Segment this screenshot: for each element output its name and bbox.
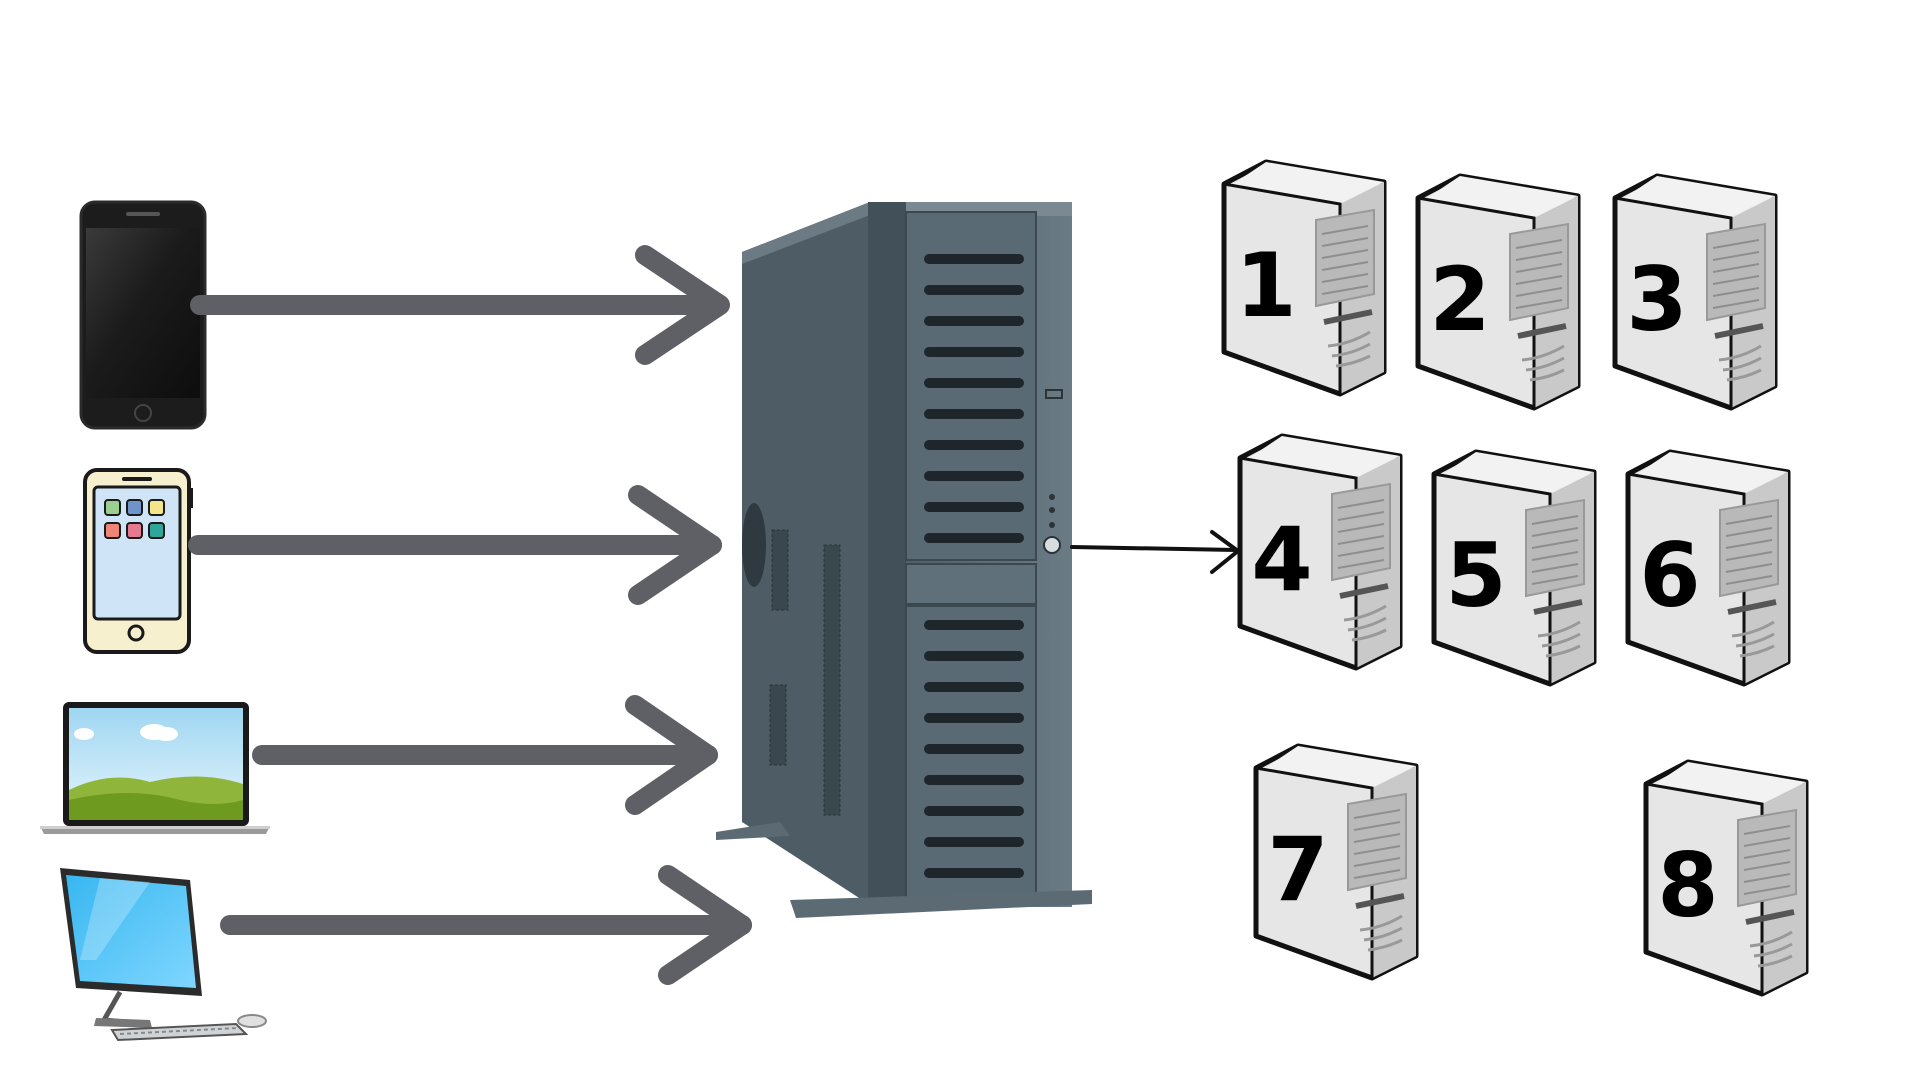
tablet-icon <box>83 468 193 654</box>
server-3: 3 <box>1615 176 1775 408</box>
server-tower-icon <box>716 202 1092 918</box>
arrow-desktop <box>220 865 752 985</box>
server-label: 8 <box>1657 834 1718 937</box>
desktop-computer-icon <box>60 868 267 1042</box>
central-to-cluster-arrow <box>1070 530 1240 574</box>
server-label: 7 <box>1267 818 1328 921</box>
smartphone-icon <box>79 200 207 430</box>
arrow-tablet <box>188 485 722 605</box>
server-label: 1 <box>1235 234 1296 337</box>
server-7: 7 <box>1256 746 1416 978</box>
server-8: 8 <box>1646 762 1806 994</box>
laptop-icon <box>40 702 270 834</box>
client-arrows <box>188 245 752 985</box>
server-4: 4 <box>1240 436 1400 668</box>
server-1: 1 <box>1224 162 1384 394</box>
server-5: 5 <box>1434 452 1594 684</box>
server-label: 5 <box>1445 524 1506 627</box>
server-6: 6 <box>1628 452 1788 684</box>
server-2: 2 <box>1418 176 1578 408</box>
server-label: 3 <box>1626 248 1687 351</box>
server-label: 6 <box>1639 524 1700 627</box>
arrow-smartphone <box>190 245 730 365</box>
server-label: 4 <box>1251 508 1312 611</box>
server-cluster: 1 2 3 4 5 6 7 8 <box>1224 162 1806 994</box>
arrow-laptop <box>252 695 718 815</box>
server-label: 2 <box>1429 248 1490 351</box>
